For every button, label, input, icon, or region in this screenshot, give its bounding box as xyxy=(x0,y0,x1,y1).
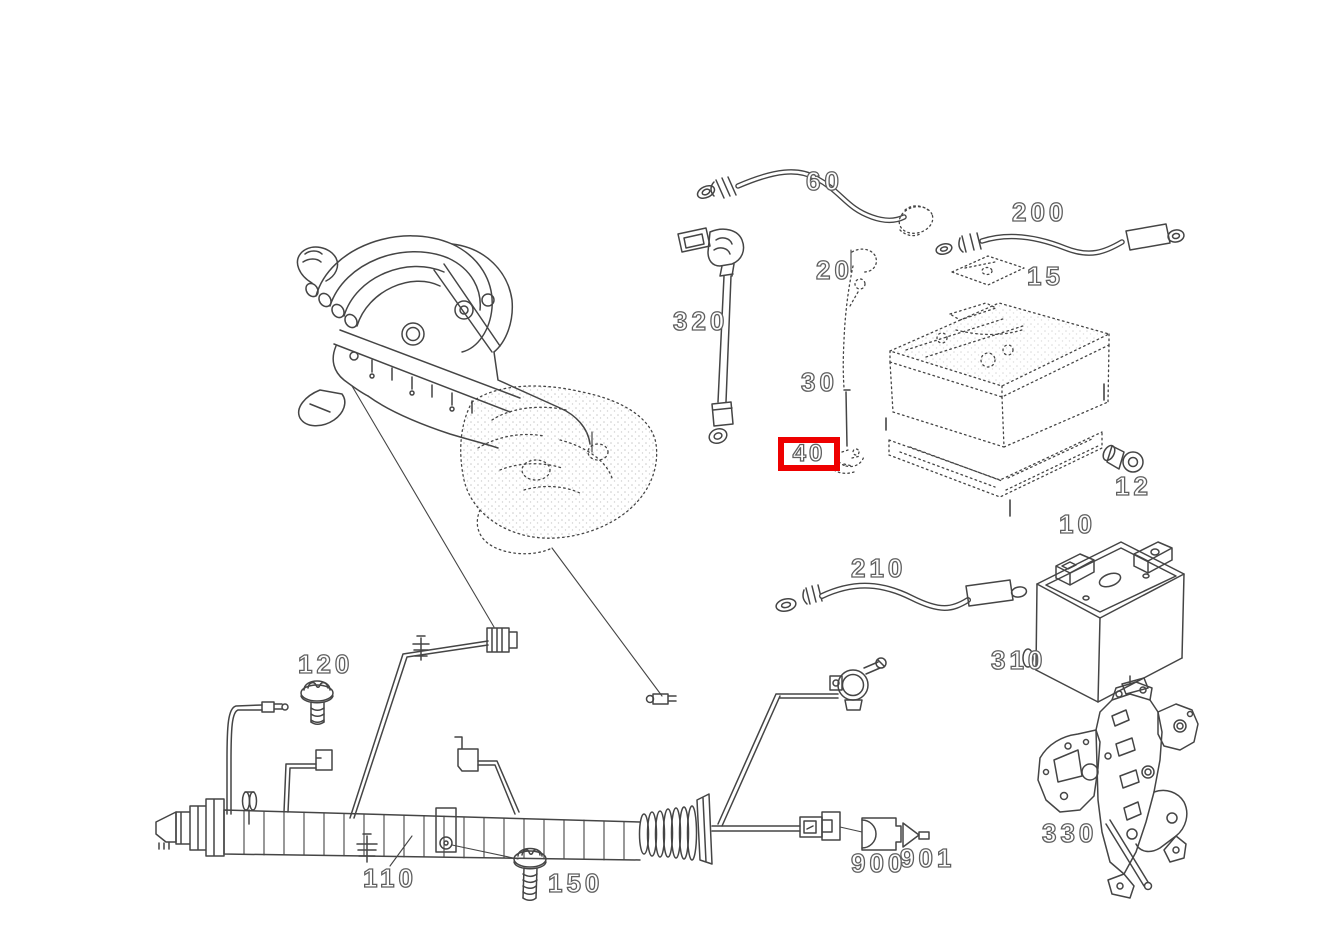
highlight-box-40[interactable]: 40 xyxy=(778,437,840,471)
part-label-60[interactable]: 60 xyxy=(805,165,843,196)
wiring-harness-110 xyxy=(155,627,887,867)
mounting-bracket-330 xyxy=(1037,675,1199,899)
battery-10 xyxy=(885,302,1110,517)
part-label-40[interactable]: 40 xyxy=(792,439,826,467)
retainer-plate-15 xyxy=(951,255,1025,286)
connector-symbol-900 xyxy=(861,817,902,851)
part-label-12[interactable]: 12 xyxy=(1114,470,1152,501)
bolt-150 xyxy=(451,844,547,901)
part-label-320[interactable]: 320 xyxy=(672,305,729,336)
auxiliary-battery-310 xyxy=(1022,541,1185,703)
bolt-12 xyxy=(1102,444,1144,473)
ground-cable-210 xyxy=(775,579,1028,612)
ground-strap-60 xyxy=(696,169,934,237)
connector-symbol-901 xyxy=(902,822,930,848)
part-label-900[interactable]: 900 xyxy=(850,847,907,878)
part-label-901[interactable]: 901 xyxy=(899,842,956,873)
bolt-120 xyxy=(300,680,334,725)
battery-terminal-cable-320 xyxy=(677,227,745,445)
part-label-120[interactable]: 120 xyxy=(297,648,354,679)
part-label-310[interactable]: 310 xyxy=(990,644,1047,675)
part-label-330[interactable]: 330 xyxy=(1041,817,1098,848)
part-label-150[interactable]: 150 xyxy=(547,867,604,898)
part-label-200[interactable]: 200 xyxy=(1011,196,1068,227)
engine-transmission-assembly xyxy=(296,235,663,697)
ground-cable-200 xyxy=(935,223,1185,256)
part-label-110[interactable]: 110 xyxy=(362,862,417,893)
part-label-210[interactable]: 210 xyxy=(850,552,907,583)
part-label-20[interactable]: 20 xyxy=(815,254,853,285)
part-label-10[interactable]: 10 xyxy=(1058,508,1096,539)
part-label-15[interactable]: 15 xyxy=(1026,260,1064,291)
part-label-30[interactable]: 30 xyxy=(800,366,838,397)
